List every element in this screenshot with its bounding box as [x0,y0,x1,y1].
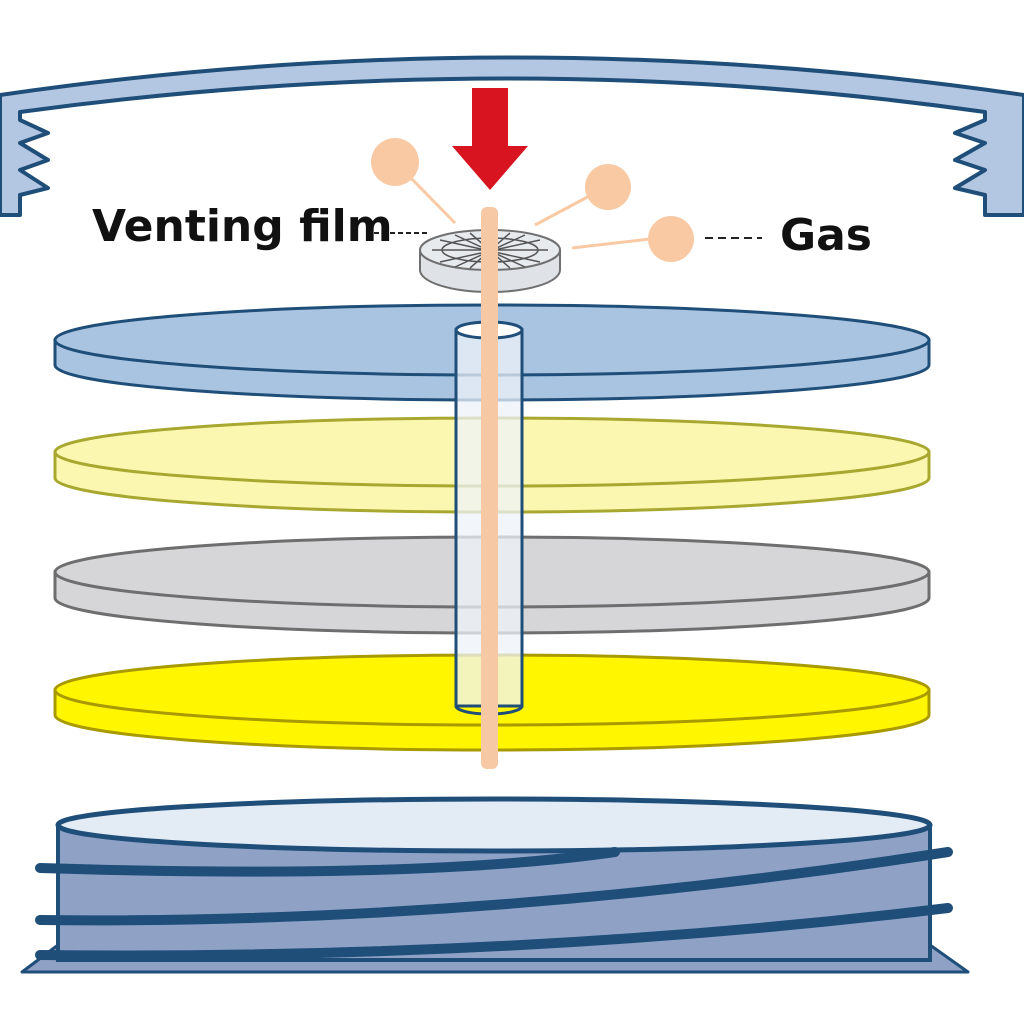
container-body-top [55,796,933,854]
cap-lid [0,55,1024,217]
gas-particle-2 [585,164,631,210]
container-body [20,796,970,974]
gas-particle-3 [648,216,694,262]
gas-trail-2 [534,191,596,227]
gas-particle-1 [371,138,419,186]
gas-particles [371,138,694,262]
central-rod [481,207,498,769]
gas-label: Gas [780,210,872,261]
thread-3 [35,903,953,961]
gas-trail-1 [406,173,457,225]
cap-lid-shape [0,55,1024,217]
venting-film-label: Venting film [92,201,393,252]
gas-trail-3 [571,237,651,250]
thread-2 [35,847,953,926]
pressure-arrow-shape [452,88,528,190]
container-threads [35,847,953,961]
pressure-arrow-icon [452,88,528,190]
thread-1 [35,847,620,877]
